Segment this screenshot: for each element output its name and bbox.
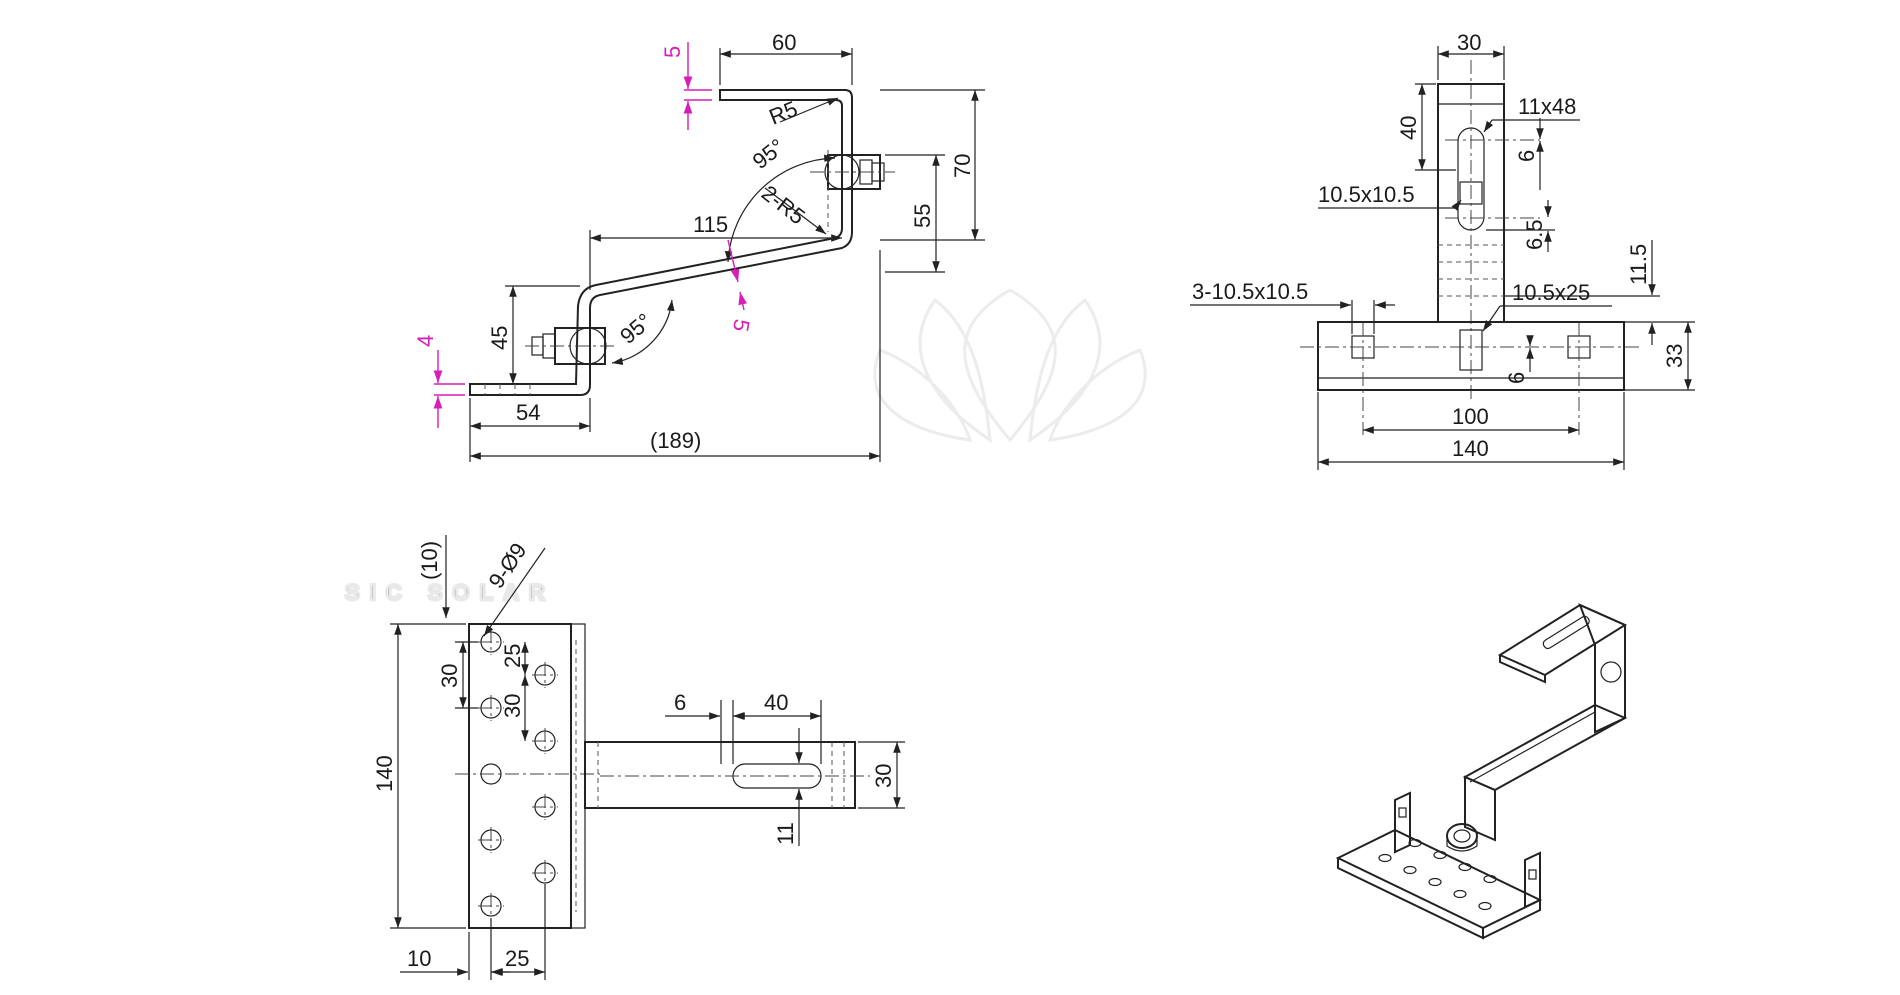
dim-height-mid: 55 (910, 204, 935, 228)
dim-overall-length: (189) (650, 428, 701, 453)
stem-hatch (1438, 244, 1504, 297)
plan-base-plate (468, 623, 572, 929)
dim-stem-width: 30 (1457, 30, 1481, 55)
dim-pitch-a: 25 (500, 644, 525, 668)
dim-base-slot: 10.5x25 (1512, 280, 1590, 305)
dim-upper-angle: 95° (748, 134, 790, 174)
dim-lower-height: 45 (487, 326, 512, 350)
dim-base-length: 54 (516, 400, 540, 425)
dim-lower-angle: 95° (615, 308, 657, 349)
plan-holes (478, 629, 558, 919)
dim-arm-offset: 6 (674, 690, 686, 715)
dim-arm-slot-len: 40 (764, 690, 788, 715)
dim-arm-width: 30 (871, 764, 896, 788)
watermark-text: SIC SOLAR (345, 580, 555, 605)
base-plate (1317, 321, 1625, 391)
watermark-sun-icon (873, 288, 1147, 444)
dim-slot-size: 11x48 (1518, 94, 1576, 119)
dim-top-width: 60 (772, 30, 796, 55)
dim-plate-length: 140 (372, 755, 397, 792)
dim-base-height: 33 (1662, 344, 1687, 368)
dim-square-hole: 10.5x10.5 (1318, 182, 1415, 207)
front-view: 30 11x48 40 6 10.5x10.5 6.5 11.5 3- (1190, 30, 1695, 470)
dim-hole-spacing: 100 (1452, 404, 1489, 429)
dim-slot-offset: 6 (1514, 150, 1539, 162)
dim-bend-radii: 2-R5 (757, 180, 810, 229)
dim-pitch-b: 30 (437, 664, 462, 688)
dim-top-margin: (10) (417, 541, 442, 580)
plan-arm (584, 741, 856, 809)
plan-hole (480, 763, 502, 785)
base-hole-center (1459, 329, 1483, 371)
iso-base-holes (1378, 838, 1497, 911)
dim-pitch-c: 30 (500, 694, 525, 718)
dim-height-overall: 70 (950, 154, 975, 178)
dim-base-holes: 3-10.5x10.5 (1192, 279, 1308, 304)
dim-base-hole-offset: 6 (1504, 372, 1529, 384)
dim-base-thickness: 4 (413, 335, 438, 347)
side-view: 60 5 R5 95° 2-R5 115 70 55 5 (413, 30, 985, 462)
dim-arm-slot-width: 11 (773, 822, 798, 845)
dim-stem-height: 40 (1396, 116, 1421, 140)
dim-stem-base: 11.5 (1626, 244, 1651, 285)
iso-bolt (1446, 823, 1478, 852)
lower-bolt (525, 327, 615, 365)
dim-base-width: 140 (1452, 436, 1489, 461)
dim-top-thickness: 5 (660, 46, 685, 58)
dim-slot-gap: 6.5 (1522, 219, 1547, 250)
dim-plate-thickness: 5 (728, 317, 755, 333)
plan-view: (10) 9-Ø9 30 25 30 140 10 25 6 (372, 535, 905, 980)
side-bracket-profile (469, 89, 853, 396)
dim-offset-length: 115 (693, 212, 728, 237)
watermark: SIC SOLAR (344, 288, 1147, 607)
iso-view (1335, 603, 1628, 940)
dim-col-spacing: 25 (505, 946, 529, 971)
dim-edge-margin: 10 (407, 946, 431, 971)
